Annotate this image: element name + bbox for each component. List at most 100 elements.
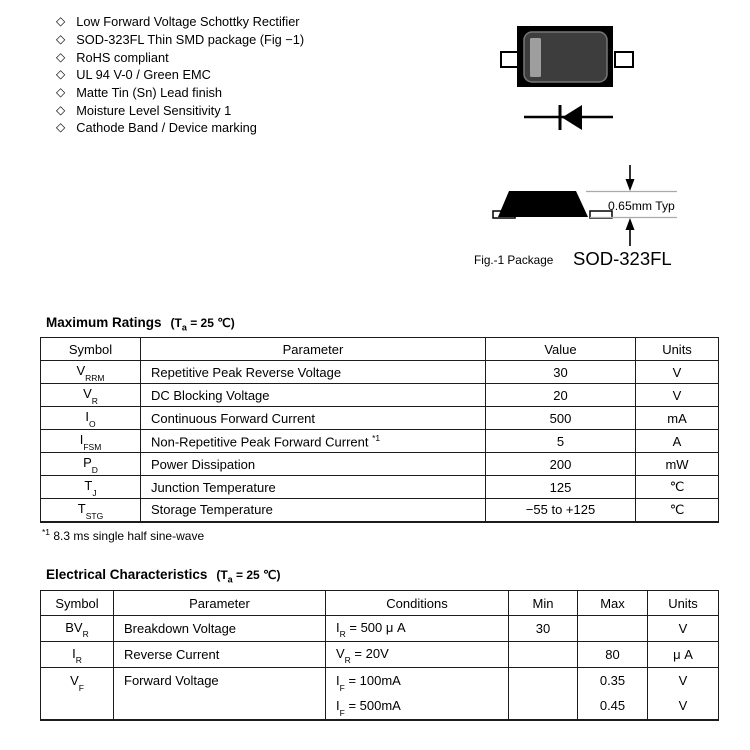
table-row: VR DC Blocking Voltage 20 V [40, 383, 719, 407]
footnote: *1 8.3 ms single half sine-wave [42, 527, 205, 543]
cathode-band [530, 38, 541, 77]
col-header-units: Units [647, 590, 719, 616]
parameter-cell: Reverse Current [113, 641, 326, 668]
symbol-cell: VRRM [40, 360, 141, 384]
symbol-cell: VF [40, 667, 114, 720]
units-cell: V [635, 383, 719, 407]
units-cell: ℃ [635, 475, 719, 499]
ta-condition: (Ta = 25 ℃) [216, 568, 281, 585]
parameter-cell: Non-Repetitive Peak Forward Current *1 [140, 429, 486, 453]
value-cell: 200 [485, 452, 636, 476]
parameter-cell: Repetitive Peak Reverse Voltage [140, 360, 486, 384]
parameter-cell: Storage Temperature [140, 498, 486, 522]
units-cell: mA [635, 406, 719, 430]
feature-item: ◇ UL 94 V-0 / Green EMC [56, 66, 304, 84]
max-ratings-title-text: Maximum Ratings [46, 315, 162, 330]
max-ratings-table: Symbol Parameter Value Units VRRM Repeti… [40, 337, 719, 523]
feature-item: ◇ SOD-323FL Thin SMD package (Fig −1) [56, 31, 304, 49]
diamond-bullet-icon: ◇ [56, 14, 66, 29]
table-row: IR Reverse Current VR = 20V 80 μ A [40, 641, 719, 668]
value-cell: 5 [485, 429, 636, 453]
feature-item: ◇ Low Forward Voltage Schottky Rectifier [56, 13, 304, 31]
value-cell: 500 [485, 406, 636, 430]
units-cell: mW [635, 452, 719, 476]
figure-caption: Fig.-1 Package [474, 253, 554, 267]
parameter-cell: Forward Voltage [113, 667, 326, 720]
table-row: IO Continuous Forward Current 500 mA [40, 406, 719, 430]
feature-list: ◇ Low Forward Voltage Schottky Rectifier… [56, 13, 304, 137]
conditions-cell: IF = 100mA IF = 500mA [325, 667, 509, 720]
feature-item: ◇ Cathode Band / Device marking [56, 119, 304, 137]
col-header-value: Value [485, 337, 636, 361]
package-side-view: 0.65mm Typ [492, 165, 677, 246]
electrical-table: Symbol Parameter Conditions Min Max Unit… [40, 590, 719, 721]
col-header-symbol: Symbol [40, 337, 141, 361]
col-header-parameter: Parameter [113, 590, 326, 616]
max-cell: 80 [577, 641, 648, 668]
min-cell [508, 667, 578, 720]
table-row: TSTG Storage Temperature −55 to +125 ℃ [40, 498, 719, 522]
symbol-cell: BVR [40, 615, 114, 642]
parameter-cell: DC Blocking Voltage [140, 383, 486, 407]
value-cell: 20 [485, 383, 636, 407]
feature-text: SOD-323FL Thin SMD package (Fig −1) [76, 32, 305, 48]
table-row: VRRM Repetitive Peak Reverse Voltage 30 … [40, 360, 719, 384]
col-header-min: Min [508, 590, 578, 616]
diamond-bullet-icon: ◇ [56, 32, 66, 47]
table-row: BVR Breakdown Voltage IR = 500 μ A 30 V [40, 615, 719, 642]
units-cell: V V [647, 667, 719, 720]
package-figure: 0.65mm Typ Fig.-1 Package SOD-323FL [474, 26, 677, 269]
value-cell: 125 [485, 475, 636, 499]
parameter-cell: Power Dissipation [140, 452, 486, 476]
col-header-parameter: Parameter [140, 337, 486, 361]
feature-item: ◇ RoHS compliant [56, 48, 304, 66]
symbol-cell: TSTG [40, 498, 141, 522]
symbol-cell: PD [40, 452, 141, 476]
package-molding [523, 31, 608, 83]
table-row: VF Forward Voltage IF = 100mA IF = 500mA… [40, 667, 719, 720]
diamond-bullet-icon: ◇ [56, 67, 66, 82]
max-cell [577, 615, 648, 642]
col-header-units: Units [635, 337, 719, 361]
dimension-arrow-up-icon [625, 218, 635, 246]
conditions-cell: VR = 20V [325, 641, 509, 668]
max-cell: 0.35 0.45 [577, 667, 648, 720]
col-header-max: Max [577, 590, 648, 616]
feature-text: Low Forward Voltage Schottky Rectifier [76, 14, 300, 30]
feature-text: Cathode Band / Device marking [76, 120, 257, 136]
table-row: TJ Junction Temperature 125 ℃ [40, 475, 719, 499]
feature-text: RoHS compliant [76, 49, 169, 65]
feature-text: UL 94 V-0 / Green EMC [76, 67, 211, 83]
package-left-lead [500, 51, 520, 68]
parameter-cell: Junction Temperature [140, 475, 486, 499]
col-header-conditions: Conditions [325, 590, 509, 616]
feature-text: Moisture Level Sensitivity 1 [76, 102, 232, 118]
symbol-cell: IR [40, 641, 114, 668]
table-row: IFSM Non-Repetitive Peak Forward Current… [40, 429, 719, 453]
diamond-bullet-icon: ◇ [56, 85, 66, 100]
value-cell: −55 to +125 [485, 498, 636, 522]
symbol-cell: IFSM [40, 429, 141, 453]
electrical-title-text: Electrical Characteristics [46, 567, 208, 582]
diamond-bullet-icon: ◇ [56, 49, 66, 64]
package-right-lead [614, 51, 634, 68]
units-cell: μ A [647, 641, 719, 668]
min-cell: 30 [508, 615, 578, 642]
ta-condition: (Ta = 25 ℃) [170, 316, 235, 333]
symbol-cell: VR [40, 383, 141, 407]
feature-item: ◇ Moisture Level Sensitivity 1 [56, 101, 304, 119]
package-name: SOD-323FL [573, 248, 672, 269]
units-cell: V [635, 360, 719, 384]
units-cell: A [635, 429, 719, 453]
feature-item: ◇ Matte Tin (Sn) Lead finish [56, 84, 304, 102]
diamond-bullet-icon: ◇ [56, 102, 66, 117]
min-cell [508, 641, 578, 668]
diamond-bullet-icon: ◇ [56, 120, 66, 135]
col-header-symbol: Symbol [40, 590, 114, 616]
side-body [498, 191, 588, 217]
parameter-cell: Breakdown Voltage [113, 615, 326, 642]
conditions-cell: IR = 500 μ A [325, 615, 509, 642]
max-ratings-title: Maximum Ratings (Ta = 25 ℃) [46, 315, 235, 332]
table-row: PD Power Dissipation 200 mW [40, 452, 719, 476]
diode-symbol-icon [524, 105, 613, 130]
